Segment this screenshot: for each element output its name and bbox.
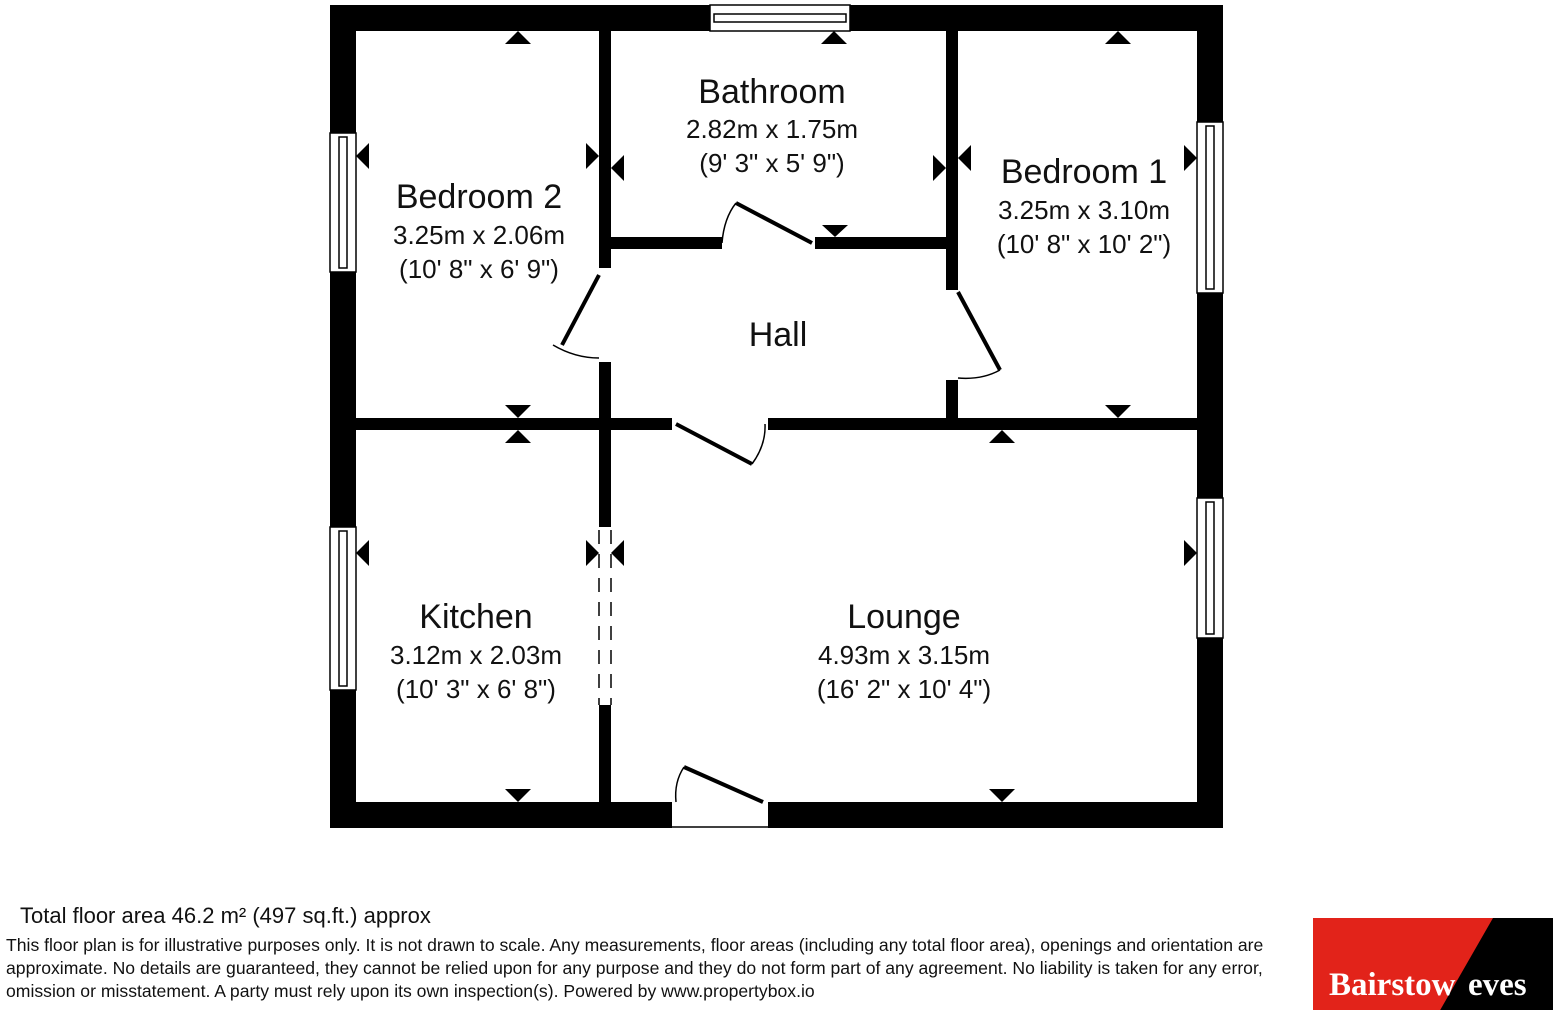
lounge-imperial: (16' 2" x 10' 4") (817, 674, 991, 704)
doors (552, 201, 1002, 804)
bedroom1-imperial: (10' 8" x 10' 2") (997, 229, 1171, 259)
front-door-opening (672, 801, 768, 829)
bedroom1-metric: 3.25m x 3.10m (998, 195, 1170, 225)
logo-text-eves: eves (1468, 967, 1527, 1003)
disclaimer: This floor plan is for illustrative purp… (6, 935, 1264, 1001)
bathroom-metric: 2.82m x 1.75m (686, 114, 858, 144)
logo-text-bairstow: Bairstow (1329, 967, 1456, 1003)
hall-name: Hall (749, 316, 808, 354)
total-floor-area: Total floor area 46.2 m² (497 sq.ft.) ap… (20, 903, 431, 928)
bedroom2-metric: 3.25m x 2.06m (393, 220, 565, 250)
kitchen-name: Kitchen (419, 598, 532, 636)
windows (329, 4, 1224, 691)
kitchen-metric: 3.12m x 2.03m (390, 640, 562, 670)
open-plan-divider (598, 530, 612, 705)
bedroom2-name: Bedroom 2 (396, 178, 562, 216)
bedroom2-imperial: (10' 8" x 6' 9") (399, 254, 559, 284)
lounge-name: Lounge (847, 598, 960, 636)
floor-plan: Bathroom 2.82m x 1.75m (9' 3" x 5' 9") B… (329, 4, 1224, 829)
kitchen-imperial: (10' 3" x 6' 8") (396, 674, 556, 704)
bedroom1-name: Bedroom 1 (1001, 153, 1167, 191)
bairstow-eves-logo: Bairstow eves (1313, 918, 1553, 1010)
bathroom-name: Bathroom (698, 73, 845, 111)
bathroom-imperial: (9' 3" x 5' 9") (699, 148, 844, 178)
lounge-metric: 4.93m x 3.15m (818, 640, 990, 670)
dimension-arrows (356, 31, 1197, 802)
